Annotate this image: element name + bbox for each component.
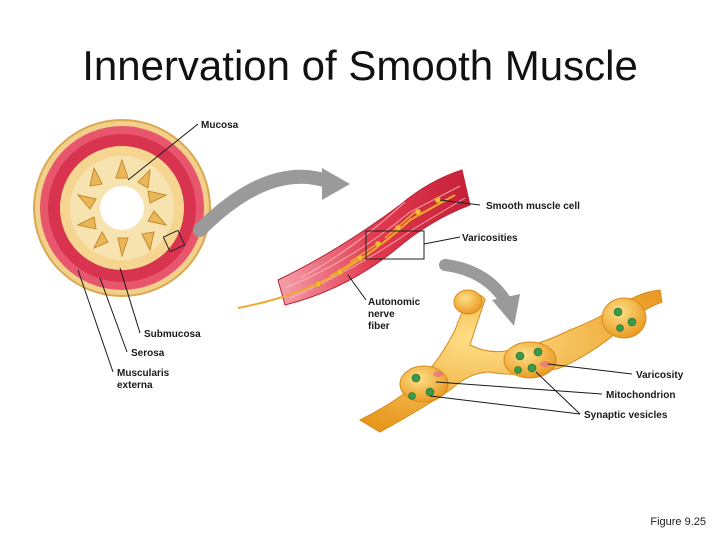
zoom-arrow-2 [439,259,511,306]
label-autonomic-line2: nerve [368,309,395,320]
page-title: Innervation of Smooth Muscle [82,42,638,89]
figure-caption: Figure 9.25 [650,516,706,528]
label-mitochondrion: Mitochondrion [606,390,675,401]
zoom-arrow-1 [193,169,337,237]
label-submucosa: Submucosa [144,329,201,340]
label-autonomic-line3: fiber [368,321,390,332]
label-mucosa: Mucosa [201,120,239,131]
label-synaptic-vesicles: Synaptic vesicles [584,410,668,421]
label-varicosities: Varicosities [462,233,518,244]
label-muscularis-line2: externa [117,380,153,391]
smooth-muscle-strip [237,169,471,309]
label-smooth-muscle-cell: Smooth muscle cell [486,201,580,212]
tube-cross-section [33,119,211,297]
label-muscularis-line1: Muscularis [117,368,170,379]
label-varicosity: Varicosity [636,370,684,381]
leader-lines [77,123,633,415]
label-autonomic-line1: Autonomic [368,297,421,308]
label-serosa: Serosa [131,348,165,359]
